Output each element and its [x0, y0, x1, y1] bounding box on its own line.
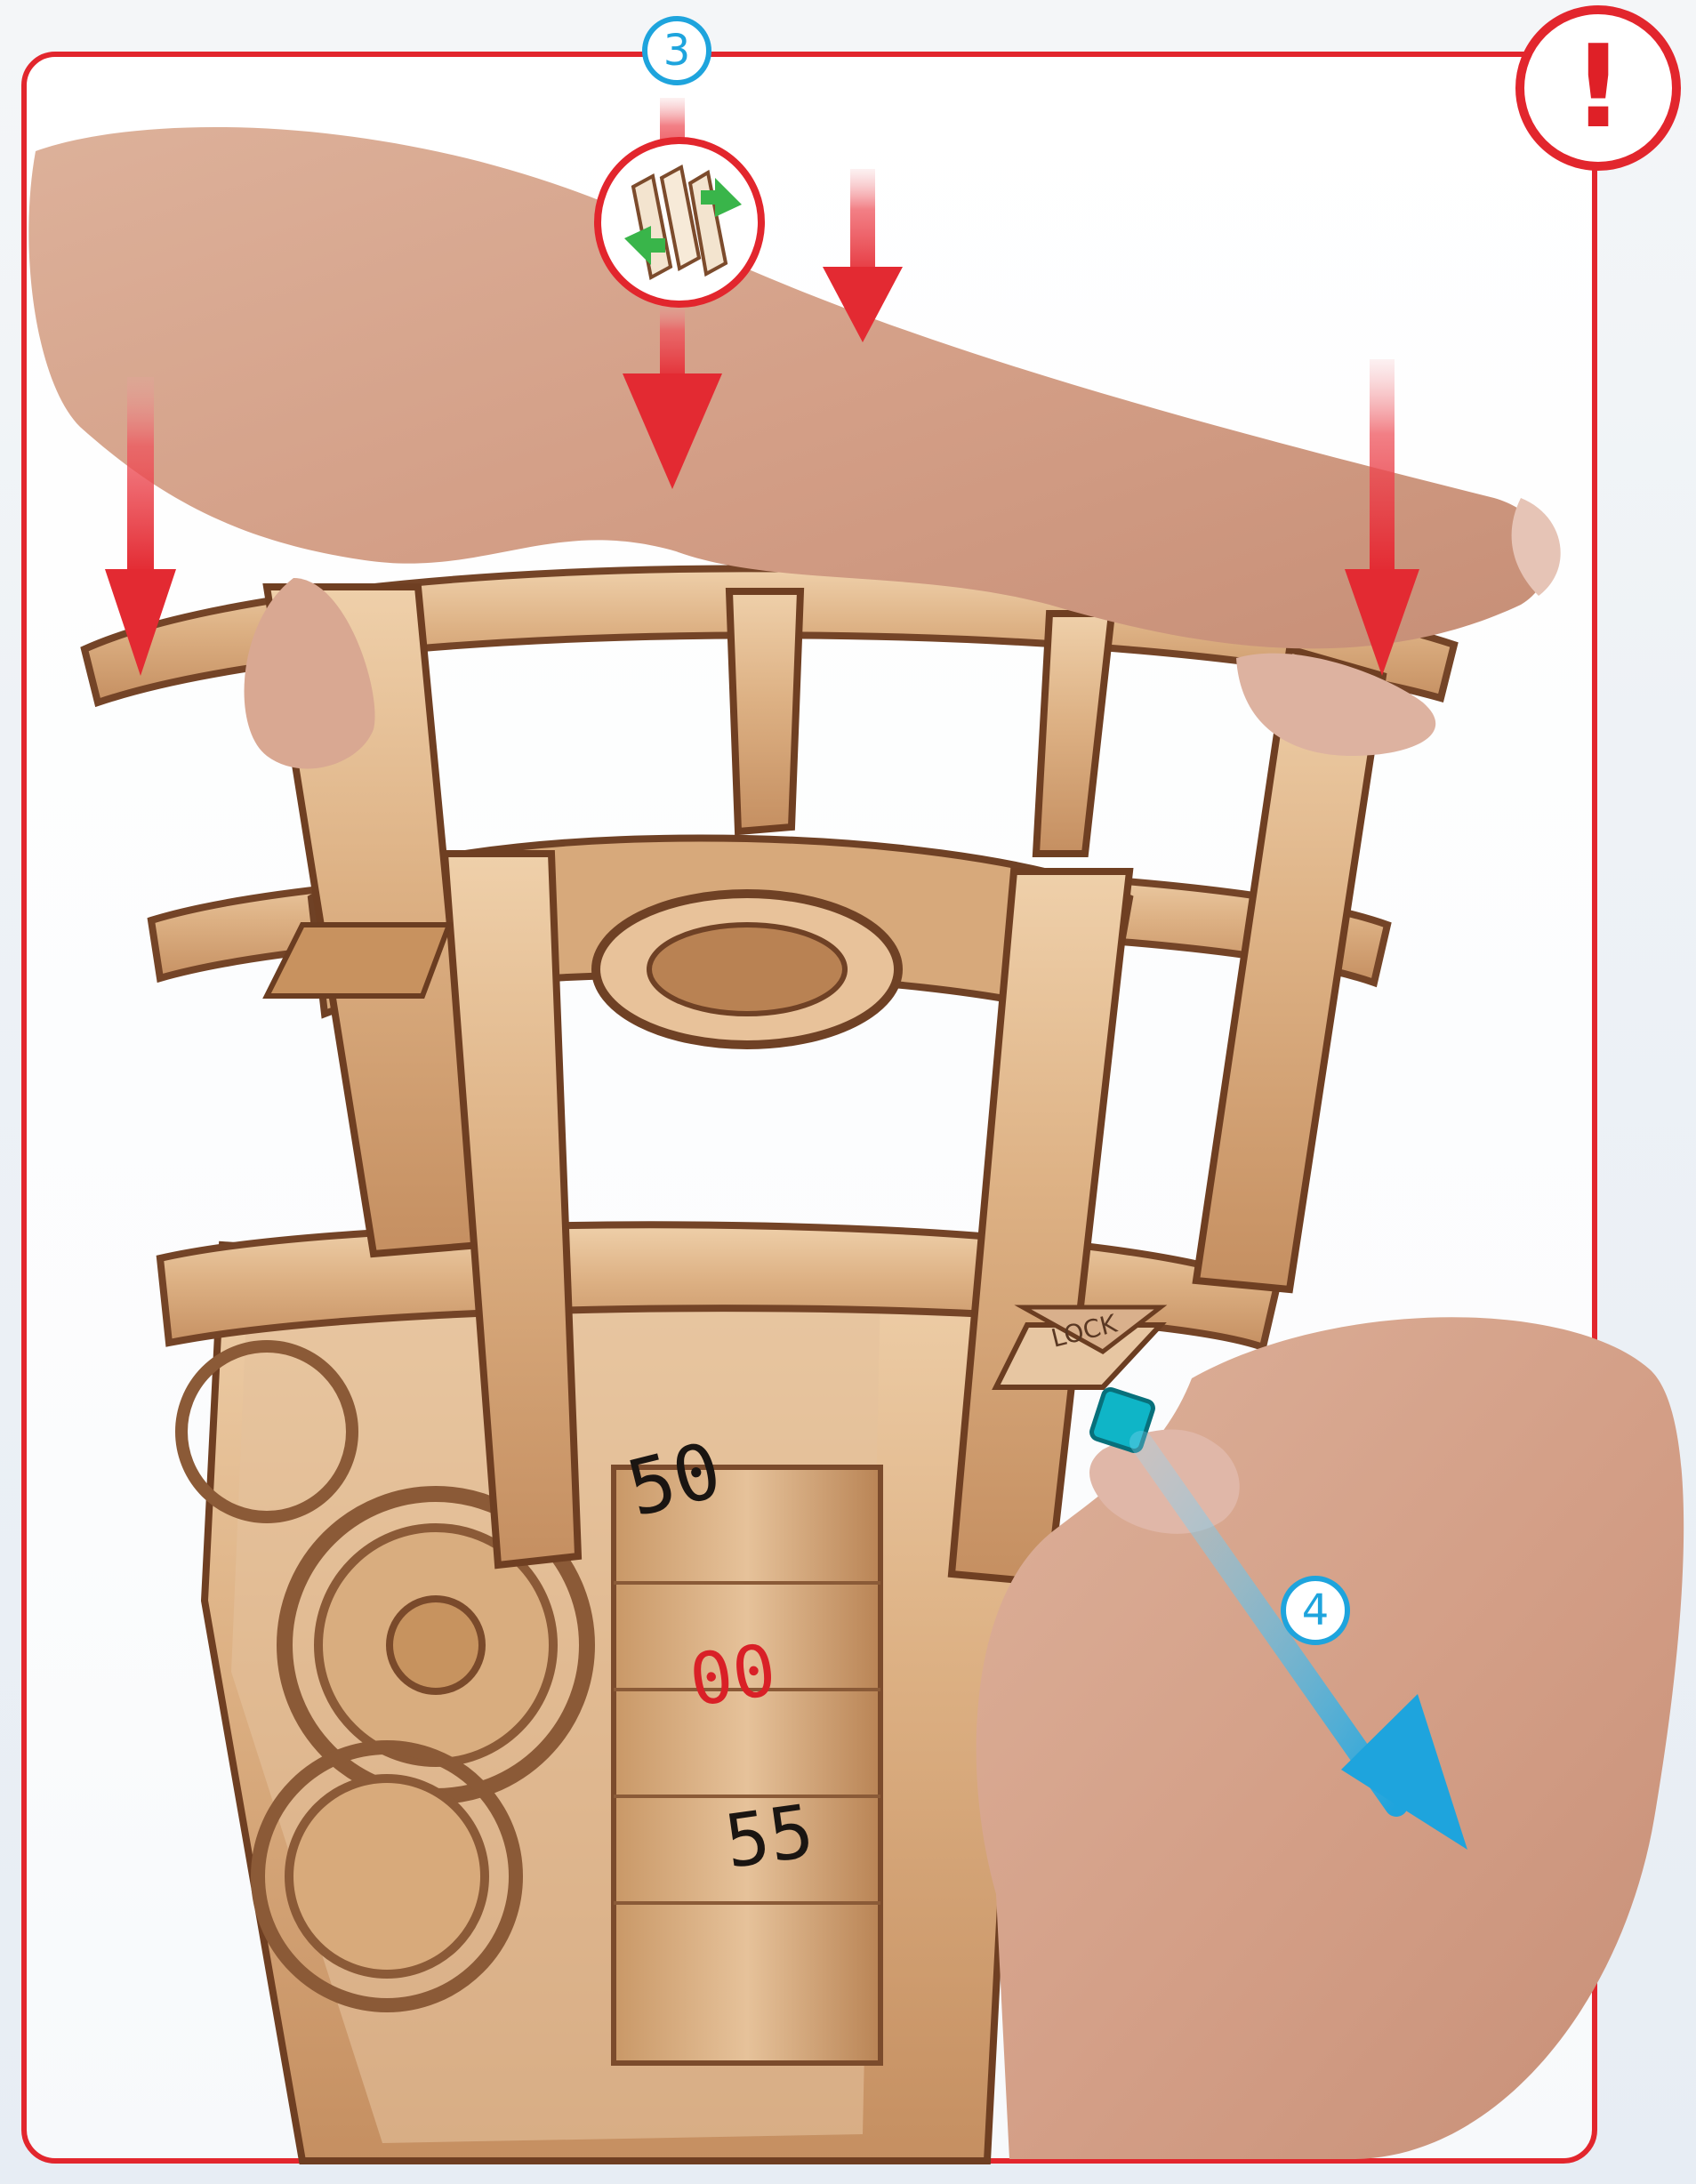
- step-4-badge: 4: [1281, 1576, 1350, 1645]
- instruction-frame: [21, 52, 1597, 2164]
- warning-icon: !: [1515, 5, 1681, 171]
- spacer-icon-badge: [594, 137, 765, 308]
- step-3-badge: 3: [642, 16, 711, 85]
- spacer-icon: [601, 144, 758, 301]
